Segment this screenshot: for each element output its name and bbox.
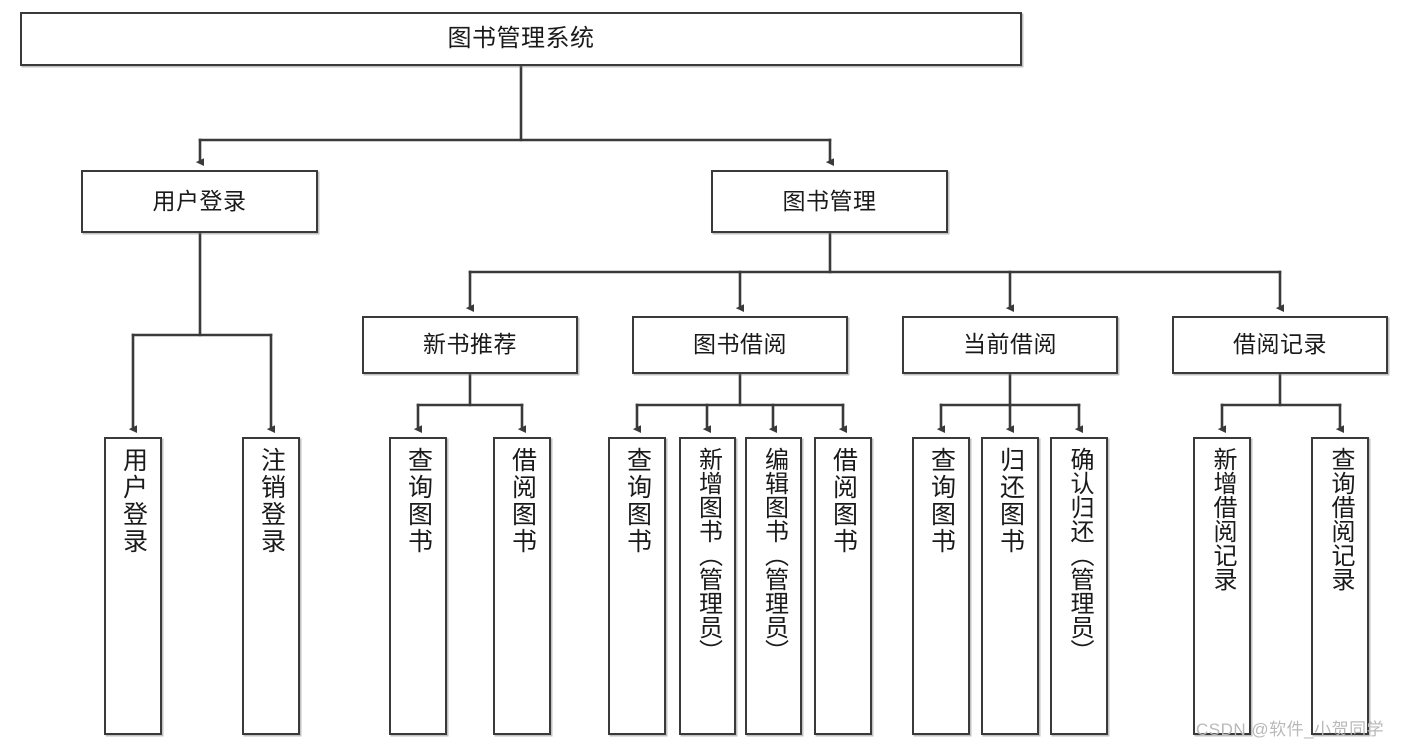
node-label: 注销登录 [257,447,286,555]
node-label: 新书推荐 [423,331,517,358]
node-label: 编辑图书（管理员） [760,447,788,663]
leaf-logout[interactable]: 注销登录 [242,437,300,735]
node-new-book-recommend[interactable]: 新书推荐 [362,316,578,374]
leaf-user-login[interactable]: 用户登录 [104,437,162,735]
leaf-query-book-borrow[interactable]: 查询图书 [608,437,666,735]
node-label: 借阅记录 [1233,331,1327,358]
node-label: 用户登录 [119,447,148,555]
leaf-edit-book-admin[interactable]: 编辑图书（管理员） [745,437,802,735]
node-label: 查询图书 [404,447,433,555]
leaf-query-book-current[interactable]: 查询图书 [912,437,970,735]
leaf-borrow-book-recommend[interactable]: 借阅图书 [493,437,551,735]
node-book-borrow[interactable]: 图书借阅 [632,316,848,374]
node-label: 图书管理系统 [447,24,595,52]
node-label: 查询图书 [623,447,652,555]
node-label: 查询借阅记录 [1326,447,1354,591]
node-current-borrow[interactable]: 当前借阅 [902,316,1118,374]
node-book-management[interactable]: 图书管理 [711,170,948,233]
node-label: 新增图书（管理员） [694,447,722,663]
node-label: 查询图书 [927,447,956,555]
node-label: 图书借阅 [693,331,787,358]
node-root-system[interactable]: 图书管理系统 [20,12,1022,66]
node-label: 新增借阅记录 [1208,447,1236,591]
csdn-watermark: CSDN @软件_小贺同学 [1196,720,1385,739]
node-label: 归还图书 [996,447,1025,555]
node-label: 图书管理 [782,187,877,214]
node-label: 借阅图书 [829,447,858,555]
leaf-add-book-admin[interactable]: 新增图书（管理员） [679,437,736,735]
node-label: 用户登录 [152,187,247,214]
leaf-query-book-recommend[interactable]: 查询图书 [389,437,447,735]
node-label: 当前借阅 [963,331,1057,358]
leaf-borrow-book[interactable]: 借阅图书 [814,437,872,735]
leaf-add-borrow-record[interactable]: 新增借阅记录 [1193,437,1251,735]
node-label: 借阅图书 [508,447,537,555]
leaf-confirm-return-admin[interactable]: 确认归还（管理员） [1050,437,1108,735]
leaf-query-borrow-record[interactable]: 查询借阅记录 [1311,437,1369,735]
node-label: 确认归还（管理员） [1065,447,1093,663]
leaf-return-book[interactable]: 归还图书 [981,437,1039,735]
node-borrow-records[interactable]: 借阅记录 [1172,316,1388,374]
node-user-login[interactable]: 用户登录 [81,170,318,233]
